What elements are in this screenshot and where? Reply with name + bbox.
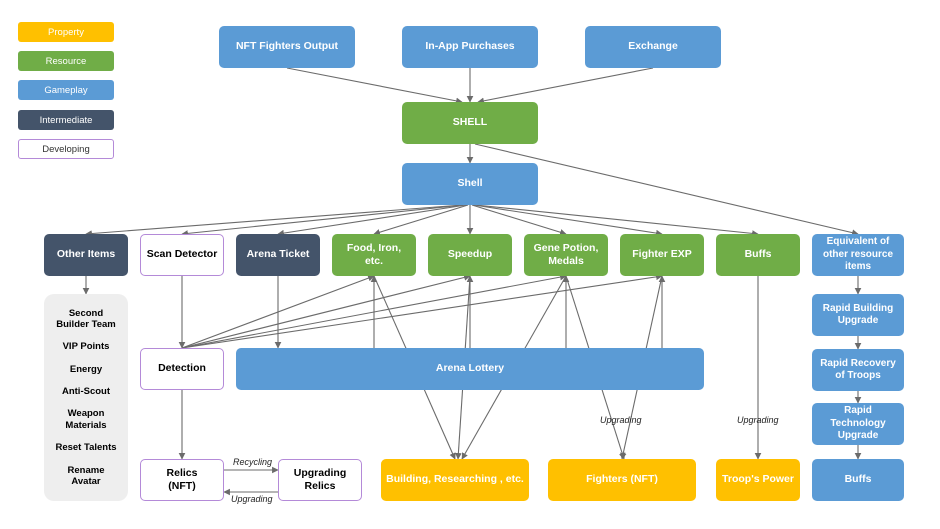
list-item: Second Builder Team (56, 307, 116, 330)
edge-arrow (286, 67, 463, 105)
edge-arrow (181, 204, 465, 237)
edge-arrow (477, 67, 654, 105)
edge-label-upgrading-troops: Upgrading (737, 415, 779, 425)
node-rapid-technology-upgrade: Rapid Technology Upgrade (812, 403, 904, 445)
node-other-items: Other Items (44, 234, 128, 276)
edge-arrow (181, 274, 471, 349)
node-upgrading-relics: Upgrading Relics (278, 459, 362, 501)
node-arena-lottery: Arena Lottery (236, 348, 704, 390)
node-fighter-exp: Fighter EXP (620, 234, 704, 276)
list-item: VIP Points (62, 341, 110, 353)
node-exchange: Exchange (585, 26, 721, 68)
edge-arrow (473, 204, 663, 237)
edge-arrow (474, 143, 859, 236)
node-building-researching: Building, Researching , etc. (381, 459, 529, 501)
node-speedup: Speedup (428, 234, 512, 276)
node-fighters-nft: Fighters (NFT) (548, 459, 696, 501)
edge-arrow (85, 204, 463, 237)
node-arena-ticket: Arena Ticket (236, 234, 320, 276)
node-shell-gameplay: Shell (402, 163, 538, 205)
node-nft-fighters-output: NFT Fighters Output (219, 26, 355, 68)
edge-arrow (373, 204, 469, 236)
node-scan-detector: Scan Detector (140, 234, 224, 276)
node-food-iron: Food, Iron, etc. (332, 234, 416, 276)
node-shell-resource: SHELL (402, 102, 538, 144)
edge-arrow (475, 204, 759, 237)
legend-gameplay: Gameplay (18, 80, 114, 100)
node-gene-potion: Gene Potion, Medals (524, 234, 608, 276)
legend-developing: Developing (18, 139, 114, 159)
node-in-app-purchases: In-App Purchases (402, 26, 538, 68)
edge-arrow (471, 204, 567, 236)
list-item: Rename Avatar (67, 464, 105, 488)
node-rapid-building-upgrade: Rapid Building Upgrade (812, 294, 904, 336)
node-detection: Detection (140, 348, 224, 390)
node-equivalent-resources: Equivalent of other resource items (812, 234, 904, 276)
edge-arrow (181, 274, 375, 349)
edge-label-upgrading-relics: Upgrading (231, 494, 273, 504)
legend-property: Property (18, 22, 114, 42)
node-rapid-recovery: Rapid Recovery of Troops (812, 349, 904, 391)
node-relics: Relics (NFT) (140, 459, 224, 501)
node-buffs-bottom: Buffs (812, 459, 904, 501)
node-buffs-top: Buffs (716, 234, 800, 276)
legend-intermediate: Intermediate (18, 110, 114, 130)
edge-arrow (181, 273, 663, 349)
list-item: Energy (69, 363, 103, 375)
list-item: Weapon Materials (65, 408, 107, 431)
edge-label-upgrading-fighters: Upgrading (600, 415, 642, 425)
legend-resource: Resource (18, 51, 114, 71)
list-item: Anti-Scout (61, 386, 111, 398)
edge-label-recycling: Recycling (233, 457, 273, 467)
edge-arrow (277, 204, 467, 237)
other-items-list: Second Builder Team VIP Points Energy An… (44, 294, 128, 501)
list-item: Reset Talents (55, 442, 117, 454)
node-troops-power: Troop's Power (716, 459, 800, 501)
